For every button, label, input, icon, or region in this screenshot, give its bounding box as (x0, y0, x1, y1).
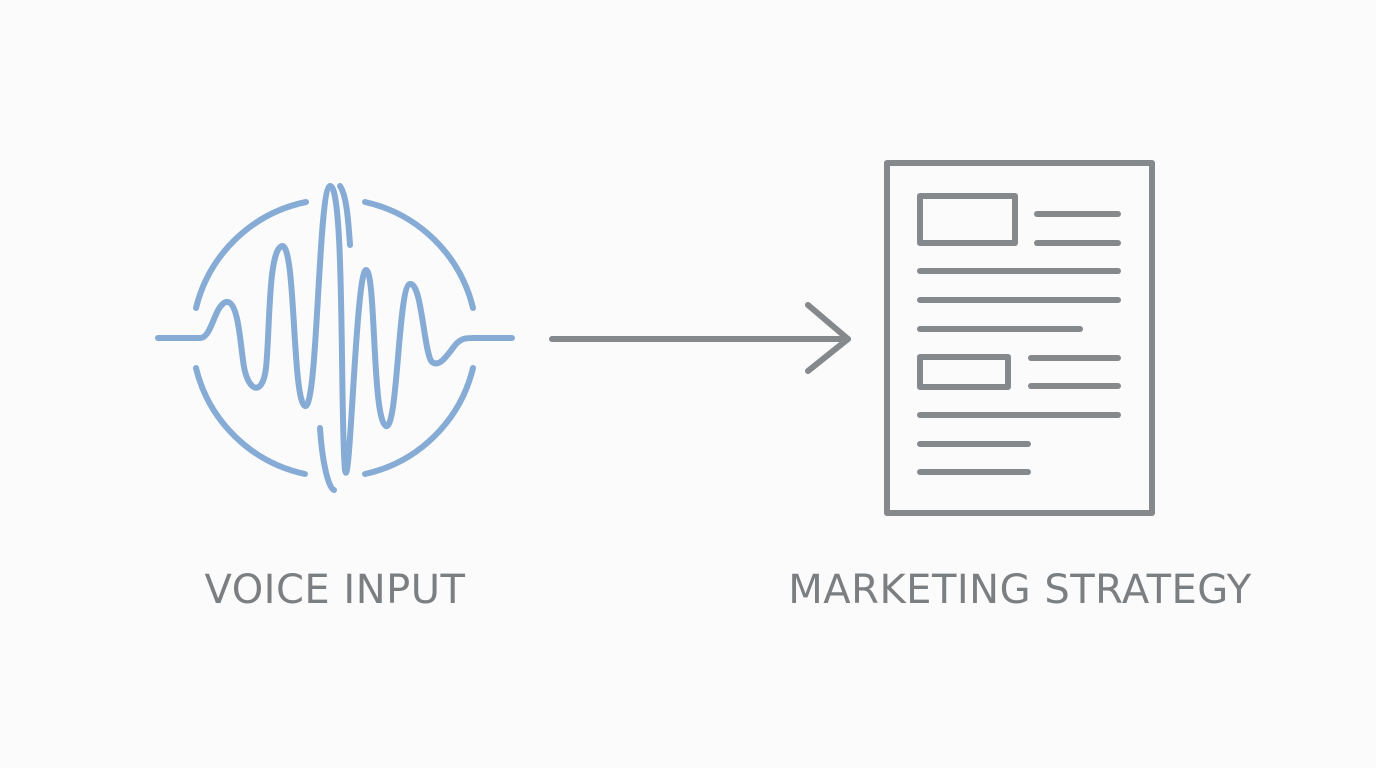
arrow-head (805, 302, 851, 374)
sound-wave-icon (155, 182, 515, 493)
document-frame (884, 160, 1155, 516)
arrow-right-icon (549, 302, 851, 374)
marketing-strategy-label: MARKETING STRATEGY (788, 567, 1252, 613)
circle-arc-top-left (193, 199, 309, 311)
waveform-center-bar (337, 183, 353, 248)
circle-arc-bottom-left (193, 365, 308, 477)
document-block-2 (917, 354, 1011, 390)
document-block-1 (917, 193, 1018, 246)
circle-arc-bottom-right (362, 365, 476, 477)
waveform-line (155, 182, 515, 476)
document-icon (884, 160, 1155, 516)
voice-input-label: VOICE INPUT (204, 567, 466, 613)
circle-arc-top-right (362, 199, 476, 311)
waveform-bottom-tail (317, 425, 337, 493)
